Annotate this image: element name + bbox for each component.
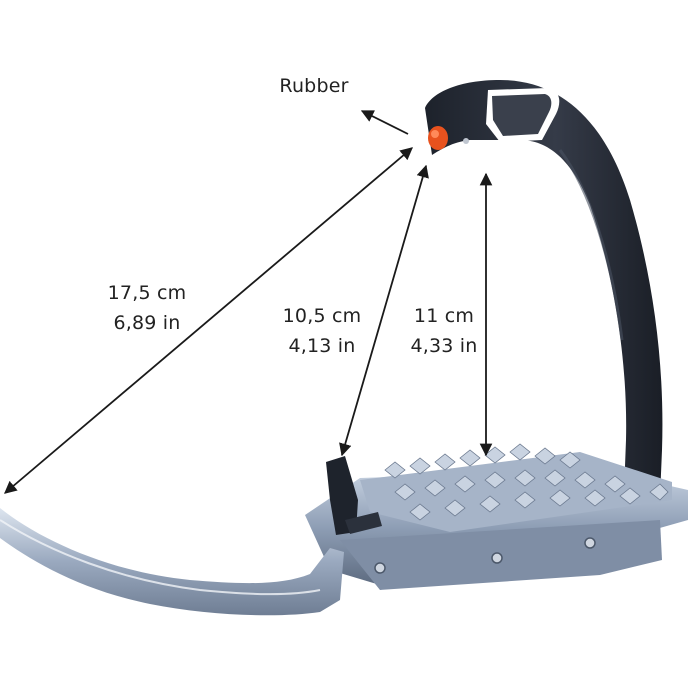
rubber-label: Rubber: [262, 71, 366, 101]
diagonal-dimension-label: 17,5 cm 6,89 in: [92, 278, 202, 338]
footbed-base: [305, 452, 688, 590]
height-dimension-label: 11 cm 4,33 in: [394, 301, 494, 361]
rubber-pointer-arrow: [360, 110, 409, 135]
rubber-label-text: Rubber: [279, 75, 349, 97]
diagonal-cm-text: 17,5 cm: [107, 282, 187, 304]
rubber-button: [428, 126, 469, 150]
stirrup-outer-leg: [0, 508, 344, 616]
stirrup-arch: [425, 80, 663, 545]
diagonal-in-text: 6,89 in: [113, 312, 181, 334]
height-cm-text: 11 cm: [413, 305, 475, 327]
inner-width-dimension-arrow: [339, 164, 429, 457]
inner-in-text: 4,13 in: [288, 335, 356, 357]
dimension-arrows: [4, 110, 493, 494]
inner-width-dimension-label: 10,5 cm 4,13 in: [268, 301, 376, 361]
height-in-text: 4,33 in: [410, 335, 478, 357]
inner-cm-text: 10,5 cm: [282, 305, 362, 327]
